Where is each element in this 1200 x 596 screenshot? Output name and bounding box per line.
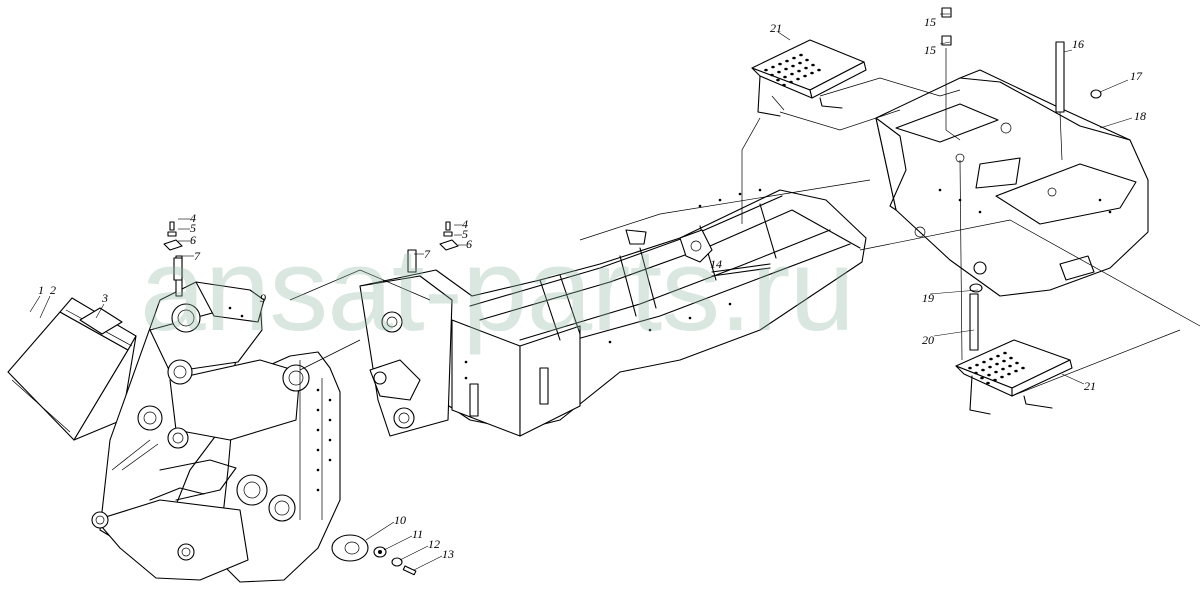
callout-21-top: 21: [770, 21, 782, 35]
perforation-hole: [785, 59, 789, 63]
perforation-hole: [996, 354, 1000, 358]
callout-15-top: 15: [924, 15, 936, 29]
bolt-stack-mid: [407, 221, 459, 273]
perforation-hole: [804, 66, 808, 70]
perforation-hole: [782, 83, 786, 87]
perforation-hole: [994, 370, 998, 374]
step-plate-bottom-21: [955, 339, 1073, 415]
callout-2: 2: [50, 283, 56, 297]
callout-10: 10: [394, 513, 406, 527]
perforation-hole: [810, 71, 814, 75]
perforation-hole: [982, 360, 986, 364]
watermark: ansat-parts.ru: [140, 224, 854, 356]
callout-5-left: 5: [190, 221, 196, 235]
perforation-hole: [784, 67, 788, 71]
rear-main-frame: [359, 188, 867, 437]
perforation-hole: [783, 75, 787, 79]
perforation-hole: [1002, 359, 1006, 363]
perforation-hole: [974, 371, 978, 375]
callout-leaders: [29, 13, 1133, 571]
perforation-hole: [789, 80, 793, 84]
fasteners-right: [941, 7, 1102, 351]
perforation-hole: [1007, 372, 1011, 376]
perforation-hole: [799, 53, 803, 57]
perforation-hole: [975, 363, 979, 367]
callout-6-mid: 6: [466, 237, 472, 251]
perforation-hole: [1001, 367, 1005, 371]
callout-3: 3: [101, 291, 108, 305]
perforation-hole: [778, 62, 782, 66]
callout-11: 11: [412, 527, 423, 541]
perforation-hole: [791, 64, 795, 68]
perforation-hole: [993, 378, 997, 382]
perforation-hole: [1015, 361, 1019, 365]
callout-15-bottom: 15: [924, 43, 936, 57]
bolt-stack-left: [163, 221, 183, 281]
perforation-hole: [995, 362, 999, 366]
perforation-hole: [817, 68, 821, 72]
callout-5-mid: 5: [462, 227, 468, 241]
callout-19: 19: [922, 291, 934, 305]
rear-housing-part-18: [875, 69, 1149, 297]
assembly-guide-lines: [289, 48, 1200, 397]
perforation-hole: [981, 368, 985, 372]
perforation-hole: [1021, 366, 1025, 370]
callout-13: 13: [442, 547, 454, 561]
callout-7-left: 7: [194, 249, 201, 263]
perforation-hole: [987, 373, 991, 377]
callout-labels: 1 2 3 4 5 6 7 4 5 6 7 9 10 11 12 13 14 1…: [38, 15, 1146, 561]
perforation-hole: [805, 58, 809, 62]
perforation-hole: [798, 61, 802, 65]
callout-1: 1: [38, 283, 44, 297]
perforation-hole: [986, 381, 990, 385]
perforation-hole: [797, 69, 801, 73]
callout-4-mid: 4: [462, 217, 468, 231]
perforation-hole: [980, 376, 984, 380]
perforation-hole: [1000, 375, 1004, 379]
step-plate-top-21: [751, 39, 867, 117]
perforation-hole: [792, 56, 796, 60]
perforation-hole: [1014, 369, 1018, 373]
perforation-hole: [770, 73, 774, 77]
callout-16: 16: [1072, 37, 1084, 51]
front-frame: [91, 255, 341, 583]
callout-17: 17: [1130, 69, 1143, 83]
perforation-hole: [803, 74, 807, 78]
perforation-hole: [811, 63, 815, 67]
perforation-hole: [1008, 364, 1012, 368]
perforation-hole: [764, 68, 768, 72]
callout-20: 20: [922, 333, 934, 347]
perforation-hole: [777, 70, 781, 74]
pin-cap-assembly: [331, 534, 417, 576]
perforation-hole: [1009, 356, 1013, 360]
callout-12: 12: [428, 537, 440, 551]
perforation-hole: [796, 77, 800, 81]
callout-7-mid: 7: [424, 247, 431, 261]
callout-4-left: 4: [190, 211, 196, 225]
callout-9: 9: [260, 291, 266, 305]
perforation-hole: [989, 357, 993, 361]
callout-18: 18: [1134, 109, 1146, 123]
perforation-hole: [776, 78, 780, 82]
callout-21-bottom: 21: [1084, 379, 1096, 393]
perforation-hole: [988, 365, 992, 369]
perforation-hole: [1003, 351, 1007, 355]
perforation-hole: [771, 65, 775, 69]
callout-6-left: 6: [190, 233, 196, 247]
perforation-hole: [968, 366, 972, 370]
perforation-hole: [790, 72, 794, 76]
callout-14: 14: [710, 257, 722, 271]
front-cover-part-3: [7, 297, 137, 441]
